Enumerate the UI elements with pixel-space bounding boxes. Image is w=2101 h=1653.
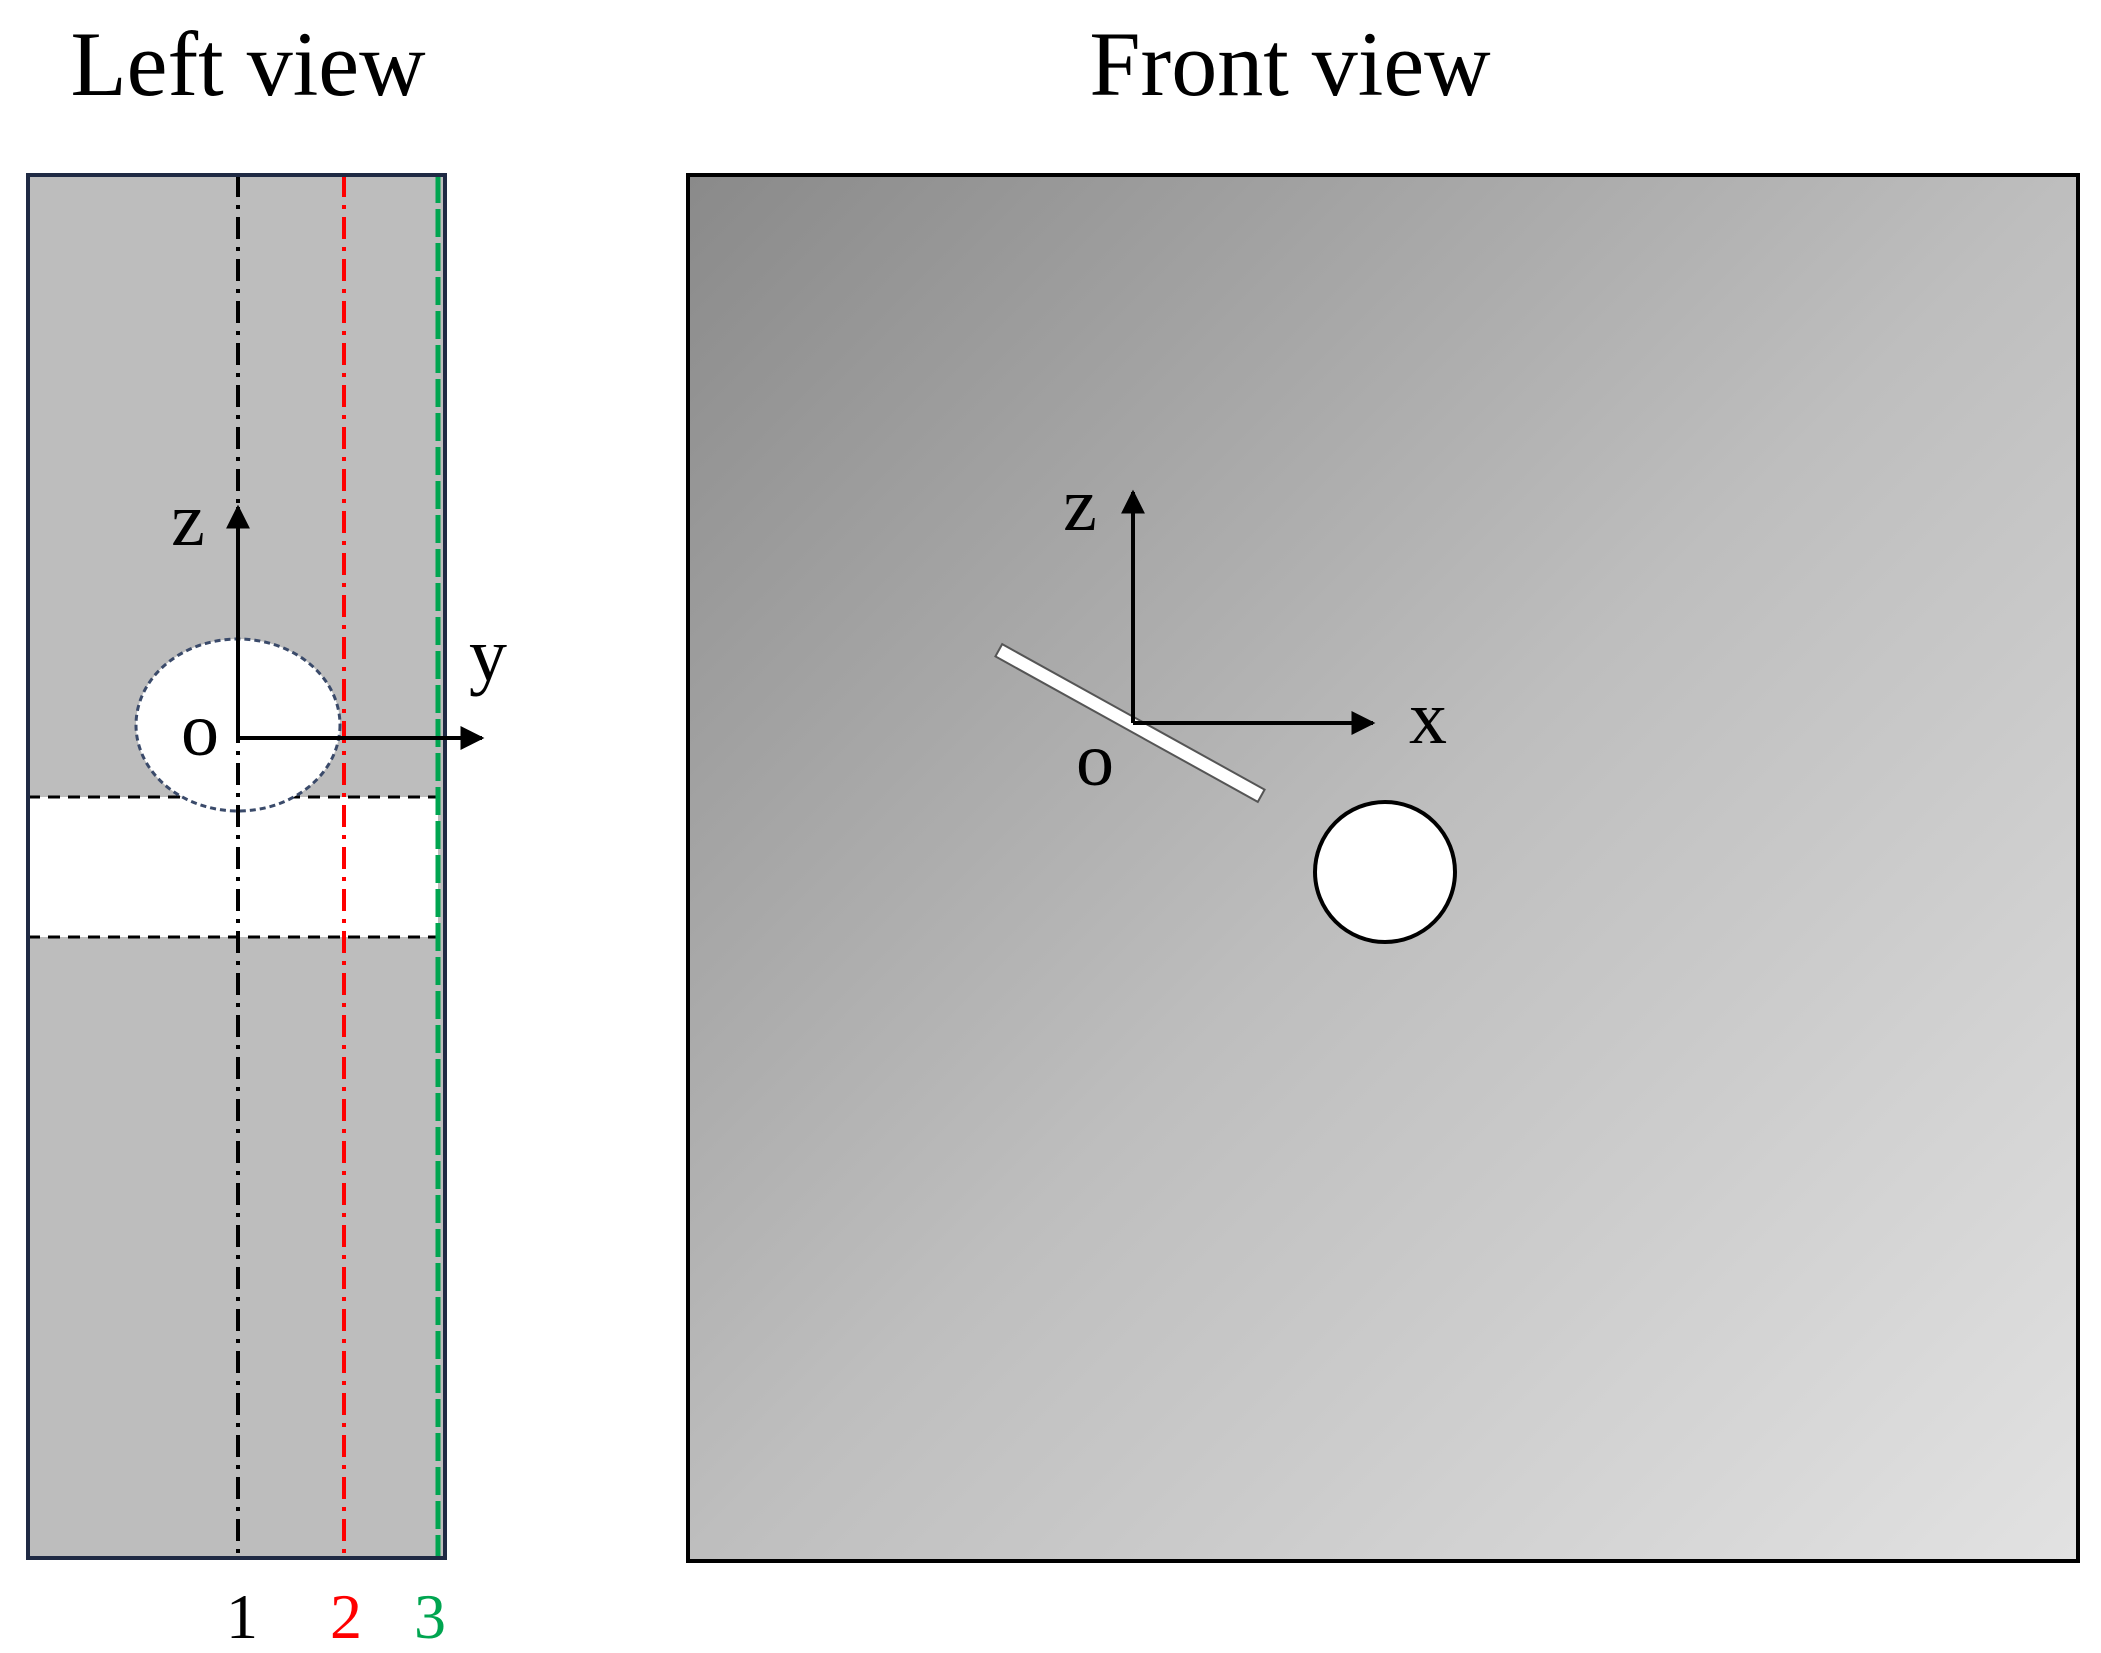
horizontal-gap-band bbox=[28, 797, 438, 937]
circular-hole bbox=[1313, 800, 1457, 944]
left-panel-frame bbox=[26, 173, 447, 1560]
line-2-label: 2 bbox=[330, 1581, 362, 1652]
front-view-panel: z x o bbox=[686, 173, 2080, 1563]
left-y-axis-label: y bbox=[469, 613, 507, 697]
line-1-label: 1 bbox=[226, 1581, 258, 1652]
front-origin-label: o bbox=[1076, 718, 1114, 802]
left-view-title: Left view bbox=[70, 13, 426, 115]
front-view-title: Front view bbox=[1089, 13, 1491, 115]
line-3-label: 3 bbox=[414, 1581, 446, 1652]
front-x-axis-label: x bbox=[1409, 676, 1447, 760]
front-z-axis-label: z bbox=[1063, 463, 1097, 547]
left-origin-label: o bbox=[181, 688, 219, 772]
left-z-axis-label: z bbox=[171, 478, 205, 562]
left-view-panel: z y o bbox=[26, 173, 507, 1560]
